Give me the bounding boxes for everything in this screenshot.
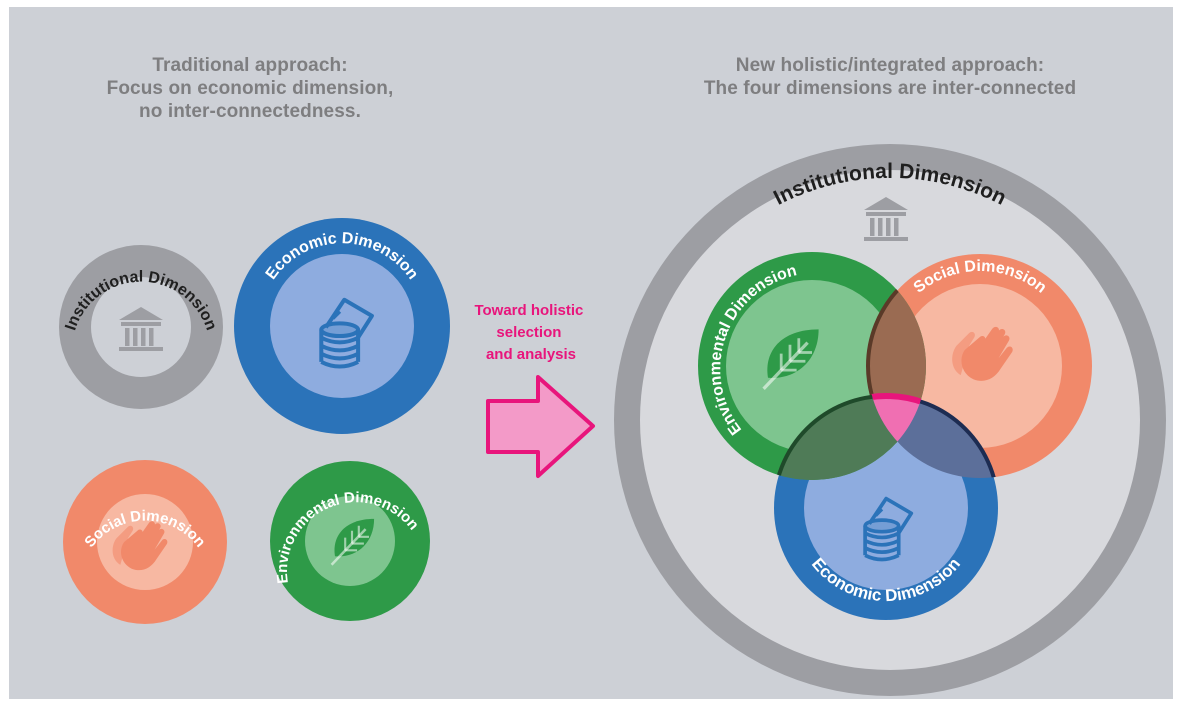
arrow-label-line: and analysis <box>486 346 576 363</box>
arrow-label-line: Toward holistic <box>474 302 583 319</box>
arrow-label: Toward holistic selection and analysis <box>474 302 587 363</box>
environmental-dimension-circle: Environmental Dimension <box>270 461 430 621</box>
arrow-label-line: selection <box>496 324 561 341</box>
economic-dimension-circle: Economic Dimension <box>234 218 450 434</box>
holistic-approach-heading: New holistic/integrated approach: The fo… <box>680 54 1100 100</box>
heading-line: no inter-connectedness. <box>139 101 361 122</box>
traditional-approach-heading: Traditional approach: Focus on economic … <box>90 54 410 123</box>
social-dimension-circle: Social Dimension <box>63 460 227 624</box>
right-arrow-icon <box>486 375 595 478</box>
heading-line: New holistic/integrated approach: <box>735 55 1045 76</box>
institutional-dimension-circle: Institutional Dimension <box>59 245 223 409</box>
heading-line: Traditional approach: <box>152 55 348 76</box>
heading-line: Focus on economic dimension, <box>106 78 394 99</box>
heading-line: The four dimensions are inter-connected <box>703 78 1077 99</box>
all-dimensions-overlap <box>868 393 926 478</box>
